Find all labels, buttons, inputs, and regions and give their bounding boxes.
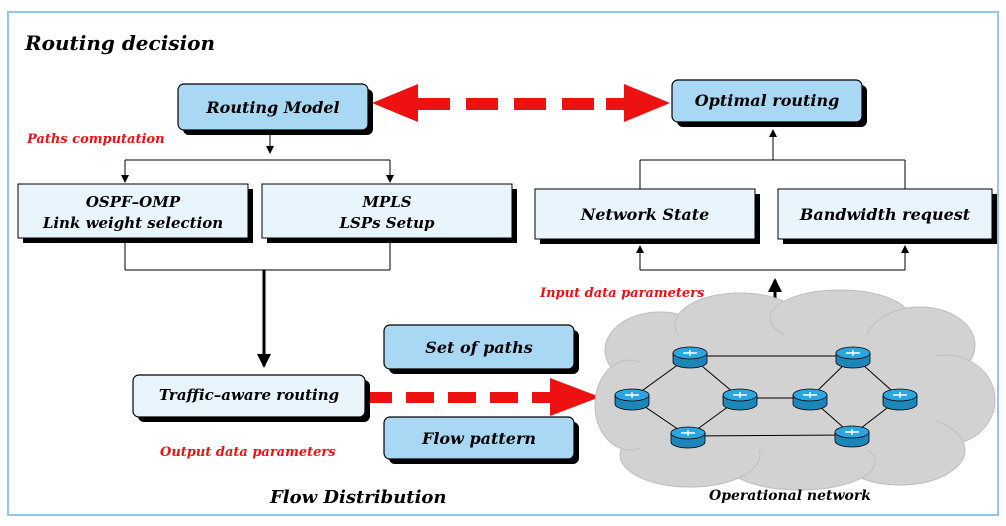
traffic-aware-routing-box: Traffic–aware routing [132,374,370,422]
input-data-label: Input data parameters [539,286,705,301]
ospf-omp-box: OSPF–OMP Link weight selection [17,183,253,243]
router-icon [672,346,708,369]
router-icon [614,388,650,411]
paths-computation-label: Paths computation [26,132,165,147]
set-of-paths-label: Set of paths [425,338,532,357]
routing-model-label: Routing Model [205,98,339,117]
input-connectors [636,245,909,271]
red-dashed-arrow [370,378,600,416]
routing-model-connectors [121,135,394,183]
traffic-aware-label: Traffic–aware routing [159,386,339,404]
optimal-routing-label: Optimal routing [695,91,840,110]
bandwidth-request-box: Bandwidth request [777,188,997,244]
router-icon [670,426,706,449]
ospf-omp-line1: OSPF–OMP [86,193,181,211]
routing-model-box: Routing Model [177,83,373,135]
flow-distribution-label: Flow Distribution [269,487,447,508]
ospf-omp-line2: Link weight selection [42,214,223,232]
optimal-routing-connectors [639,129,906,189]
red-double-arrow [372,84,670,122]
output-data-label: Output data parameters [160,445,336,460]
routers [614,346,918,449]
flow-pattern-label: Flow pattern [421,429,536,448]
network-state-label: Network State [580,205,710,224]
diagram-title: Routing decision [24,31,215,55]
set-of-paths-box: Set of paths [383,324,579,374]
router-icon [792,388,828,411]
merge-connectors [124,243,391,271]
mpls-line2: LSPs Setup [338,214,435,232]
router-icon [834,425,870,448]
bandwidth-request-label: Bandwidth request [799,205,971,224]
network-cloud [594,289,996,491]
flow-pattern-box: Flow pattern [383,416,579,464]
mpls-box: MPLS LSPs Setup [261,183,517,243]
router-icon [722,388,758,411]
network-state-box: Network State [534,188,760,244]
router-icon [882,388,918,411]
optimal-routing-box: Optimal routing [671,79,867,127]
router-icon [835,346,871,369]
operational-network-label: Operational network [709,488,871,504]
mpls-line1: MPLS [361,193,411,211]
